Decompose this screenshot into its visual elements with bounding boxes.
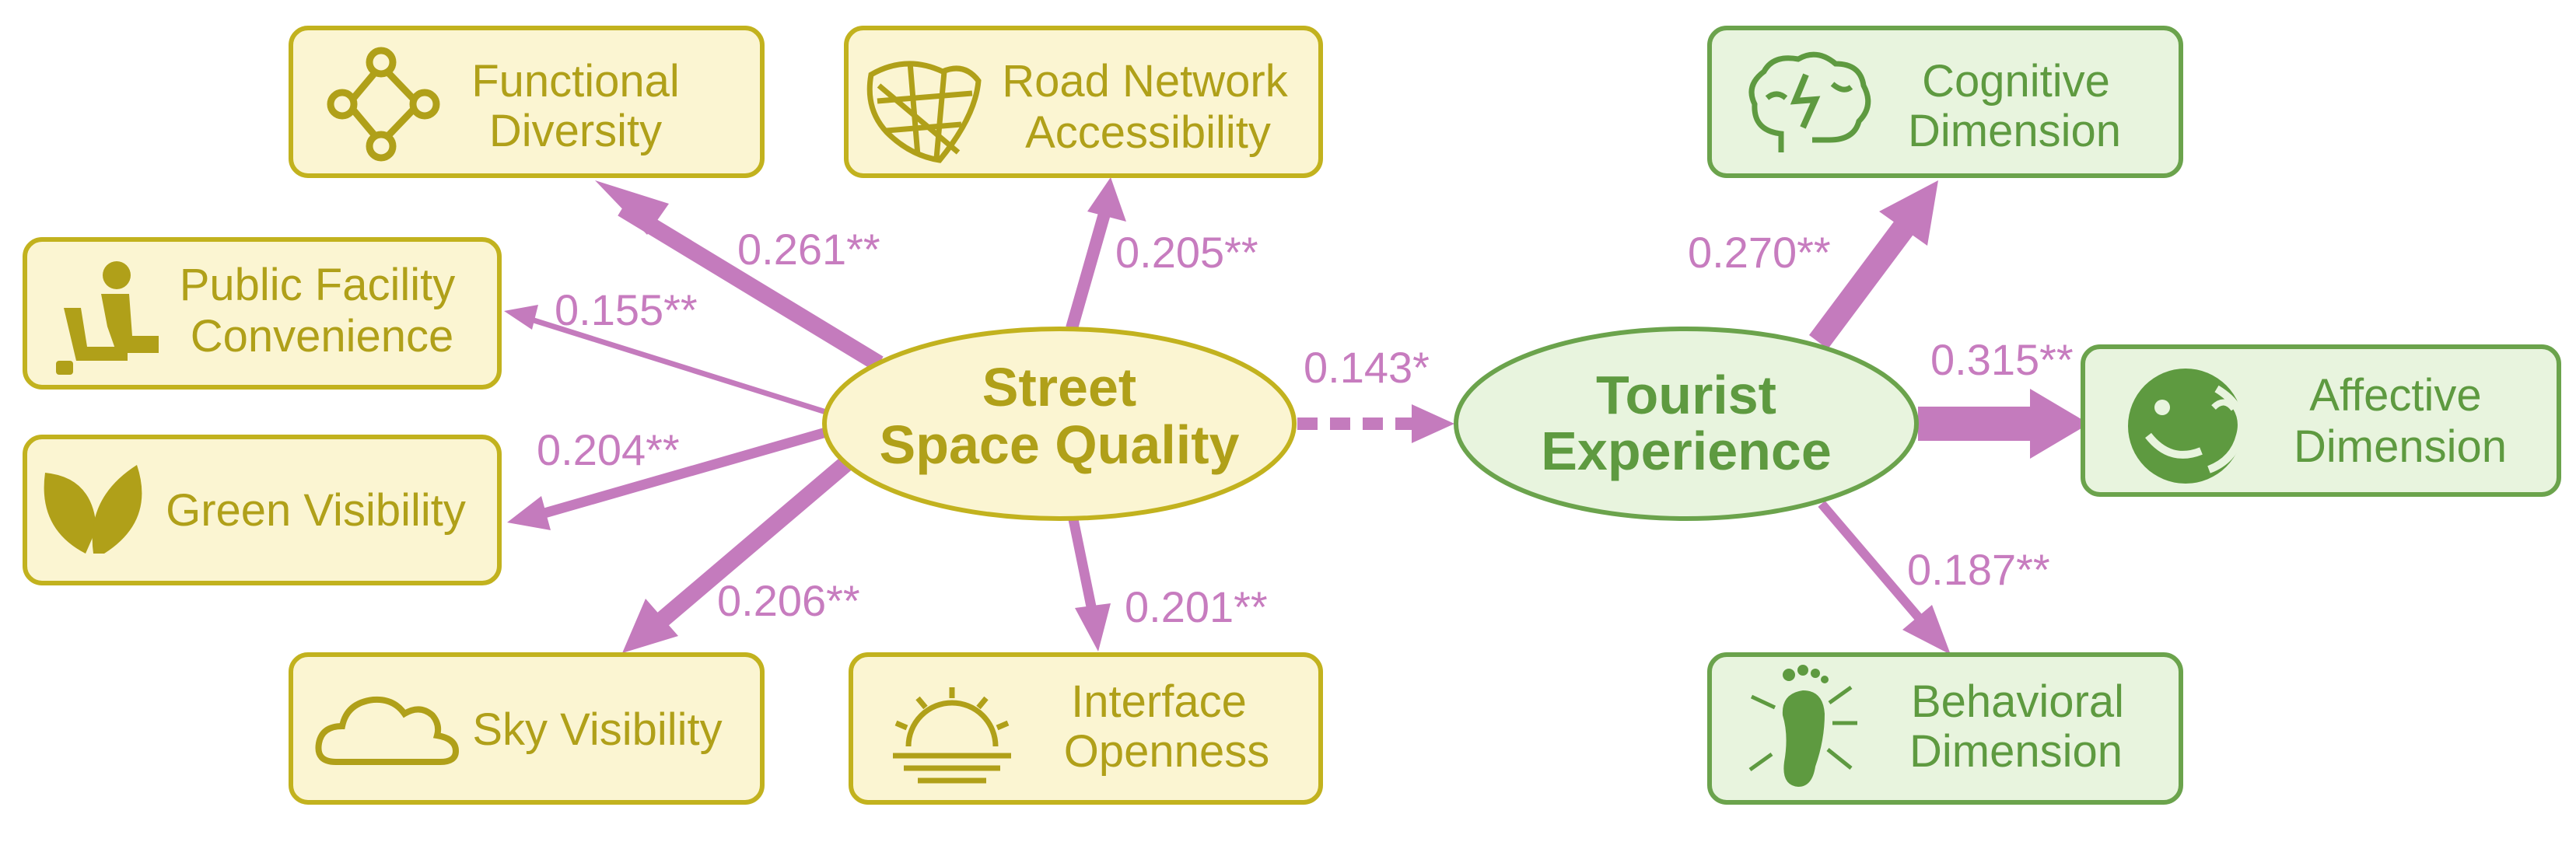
arrows [504, 177, 2089, 655]
label-cognitive-line2: Dimension [1908, 106, 2121, 156]
seated-person-icon [56, 261, 159, 375]
ellipse-street-line1: Street [982, 357, 1136, 418]
box-sky-visibility: Sky Visibility [289, 652, 765, 805]
arrow-public-head [504, 305, 538, 330]
box-interface-openness: Interface Openness [849, 652, 1323, 805]
ellipse-street-line2: Space Quality [880, 414, 1240, 475]
leaves-icon [44, 465, 142, 554]
box-cognitive-dimension: Cognitive Dimension [1707, 26, 2183, 178]
coef-public: 0.155** [555, 285, 698, 334]
arrow-sky [653, 452, 858, 629]
footprint-icon [1748, 665, 1857, 787]
box-green-visibility: Green Visibility [23, 435, 502, 585]
coef-road: 0.205** [1115, 228, 1258, 277]
label-cognitive-line1: Cognitive [1922, 56, 2110, 107]
arrow-cognitive-head [1879, 180, 1938, 246]
label-affective-line1: Affective [2309, 370, 2481, 421]
label-sky-line1: Sky Visibility [472, 704, 722, 755]
coef-affective: 0.315** [1930, 335, 2074, 384]
arrow-sky-head [622, 599, 678, 653]
arrow-interface [1068, 518, 1098, 616]
sunrise-icon [893, 687, 1011, 784]
label-functional-line1: Functional [471, 56, 680, 107]
box-functional-diversity: Functional Diversity [289, 26, 765, 178]
arrow-interface-head [1075, 603, 1111, 652]
arrow-affective-head [2030, 389, 2089, 459]
box-affective-dimension: Affective Dimension [2081, 344, 2561, 497]
label-behavioral-line1: Behavioral [1911, 676, 2124, 727]
arrow-behavioral [1818, 501, 1925, 624]
ellipse-street-space-quality: Street Space Quality [822, 327, 1297, 521]
network-nodes-icon [327, 47, 440, 162]
label-public-line2: Convenience [191, 311, 454, 362]
label-road-line2: Accessibility [1025, 107, 1271, 158]
coef-behavioral: 0.187** [1907, 545, 2050, 594]
label-functional-line2: Diversity [489, 106, 662, 156]
label-affective-line2: Dimension [2294, 421, 2507, 472]
label-green-line1: Green Visibility [166, 485, 466, 536]
arrow-road [1066, 211, 1111, 330]
arrow-functional [618, 201, 884, 372]
ellipse-tourist-experience: Tourist Experience [1454, 327, 1919, 521]
coefficients: 0.261** 0.205** 0.155** 0.204** 0.206** … [537, 225, 2074, 631]
coef-functional: 0.261** [737, 225, 880, 274]
arrow-functional-head [595, 180, 669, 235]
box-behavioral-dimension: Behavioral Dimension [1707, 652, 2183, 805]
face-icon [2128, 369, 2245, 484]
ellipse-tourist-line2: Experience [1541, 421, 1832, 481]
coef-cognitive: 0.270** [1688, 228, 1831, 277]
label-interface-line1: Interface [1071, 676, 1247, 727]
arrow-main-head [1412, 404, 1454, 443]
road-map-icon [866, 61, 982, 163]
box-public-facility-convenience: Public Facility Convenience [23, 237, 502, 390]
coef-main: 0.143* [1304, 343, 1430, 392]
arrow-green [543, 427, 828, 519]
label-public-line1: Public Facility [180, 260, 456, 310]
brain-icon [1748, 51, 1871, 152]
ellipse-tourist-line1: Tourist [1596, 365, 1776, 425]
arrow-road-head [1087, 177, 1126, 222]
box-road-network-accessibility: Road Network Accessibility [844, 26, 1323, 178]
arrow-cognitive [1808, 218, 1916, 349]
coef-sky: 0.206** [717, 576, 860, 625]
arrow-behavioral-head [1902, 605, 1951, 655]
coef-interface: 0.201** [1125, 582, 1268, 631]
cloud-icon [315, 696, 460, 765]
label-behavioral-line2: Dimension [1909, 726, 2123, 777]
arrow-green-head [507, 496, 551, 530]
arrow-public [527, 316, 828, 415]
label-interface-line2: Openness [1064, 726, 1269, 777]
coef-green: 0.204** [537, 425, 680, 474]
label-road-line1: Road Network [1002, 56, 1288, 107]
